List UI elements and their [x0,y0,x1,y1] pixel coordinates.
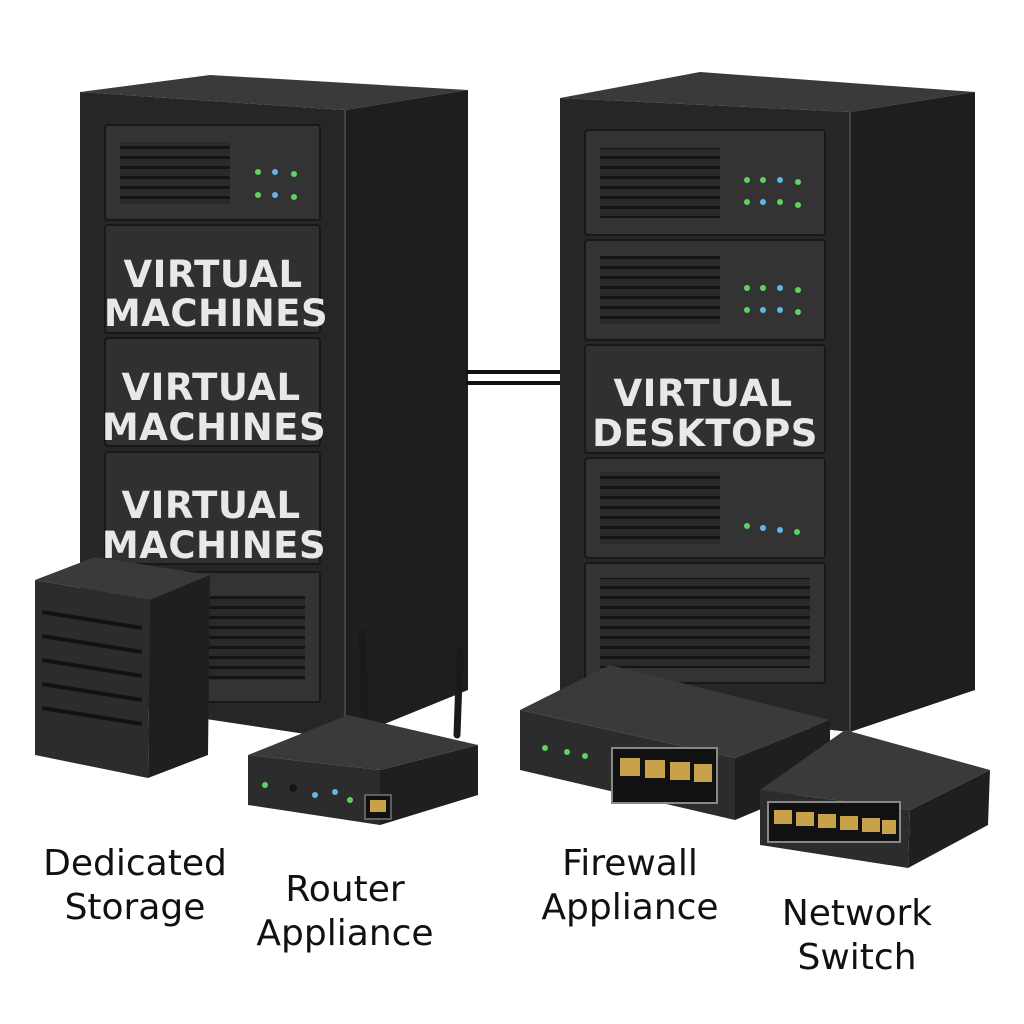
vent-grille [600,256,720,324]
left-server-rack: VIRTUAL MACHINES VIRTUAL MACHINES VIRTUA… [80,75,468,740]
left-rack-side [345,90,468,740]
right-rack-unit-4 [584,457,826,559]
status-led [760,177,766,183]
status-led [744,307,750,313]
status-led [795,179,801,185]
status-led [255,169,261,175]
status-led [760,199,766,205]
status-led [794,529,800,535]
status-led [795,202,801,208]
antenna-icon [453,648,464,739]
caption-router-appliance: Router Appliance [240,868,450,956]
status-led [272,192,278,198]
firewall-appliance-device [520,665,830,820]
right-rack-unit-1 [584,129,826,236]
caption-dedicated-storage: Dedicated Storage [30,842,240,930]
status-led [744,285,750,291]
slot-label-line1: VIRTUAL [121,484,300,527]
slot-label-line2: DESKTOPS [592,412,818,455]
vent-grille [600,578,810,668]
left-rack-vm-slot-2: VIRTUAL MACHINES [102,337,326,449]
right-rack-unit-5 [584,562,826,684]
status-led [777,177,783,183]
caption-line: Firewall [562,843,698,884]
vent-grille [120,142,230,204]
ethernet-port-icon [767,801,901,843]
vent-grille [600,148,720,218]
dedicated-storage-device [35,557,210,778]
caption-line: Appliance [256,913,434,954]
right-server-rack: VIRTUAL DESKTOPS [560,72,975,732]
slot-label-line2: MACHINES [104,292,328,335]
caption-line: Storage [64,887,206,928]
caption-network-switch: Network Switch [752,892,962,980]
vent-grille [600,472,720,544]
caption-line: Network [781,893,933,934]
status-led [272,169,278,175]
status-led [777,199,783,205]
slot-label-line2: MACHINES [102,406,326,449]
caption-line: Appliance [541,887,719,928]
right-rack-vd-slot-1: VIRTUAL DESKTOPS [584,344,826,455]
right-rack-top [560,72,975,112]
left-rack-unit-1 [104,124,321,221]
status-led [795,309,801,315]
rack-interconnect-cables [466,370,562,385]
status-led [291,171,297,177]
slot-label-line2: MACHINES [102,524,326,567]
caption-line: Switch [797,937,917,978]
status-led [777,307,783,313]
status-led [760,307,766,313]
ethernet-port-icon [611,747,718,804]
slot-label-line1: VIRTUAL [613,372,792,415]
antenna-icon [358,629,369,724]
slot-label-line1: VIRTUAL [123,253,302,296]
status-led [795,287,801,293]
status-led [255,192,261,198]
status-led [760,285,766,291]
right-rack-side [850,92,975,732]
network-switch-device [760,730,990,868]
caption-line: Router [285,869,405,910]
left-rack-vm-slot-1: VIRTUAL MACHINES [104,224,328,335]
left-rack-vm-slot-3: VIRTUAL MACHINES [102,451,326,567]
status-led [777,285,783,291]
status-led [777,527,783,533]
left-rack-top [80,75,468,110]
vent-grille [205,596,305,680]
status-led [760,525,766,531]
status-led [291,194,297,200]
status-led [744,199,750,205]
slot-label-line1: VIRTUAL [121,366,300,409]
caption-firewall-appliance: Firewall Appliance [525,842,735,930]
router-appliance-device [248,629,478,825]
status-led [744,523,750,529]
caption-line: Dedicated [43,843,227,884]
status-led [744,177,750,183]
right-rack-unit-2 [584,239,826,341]
